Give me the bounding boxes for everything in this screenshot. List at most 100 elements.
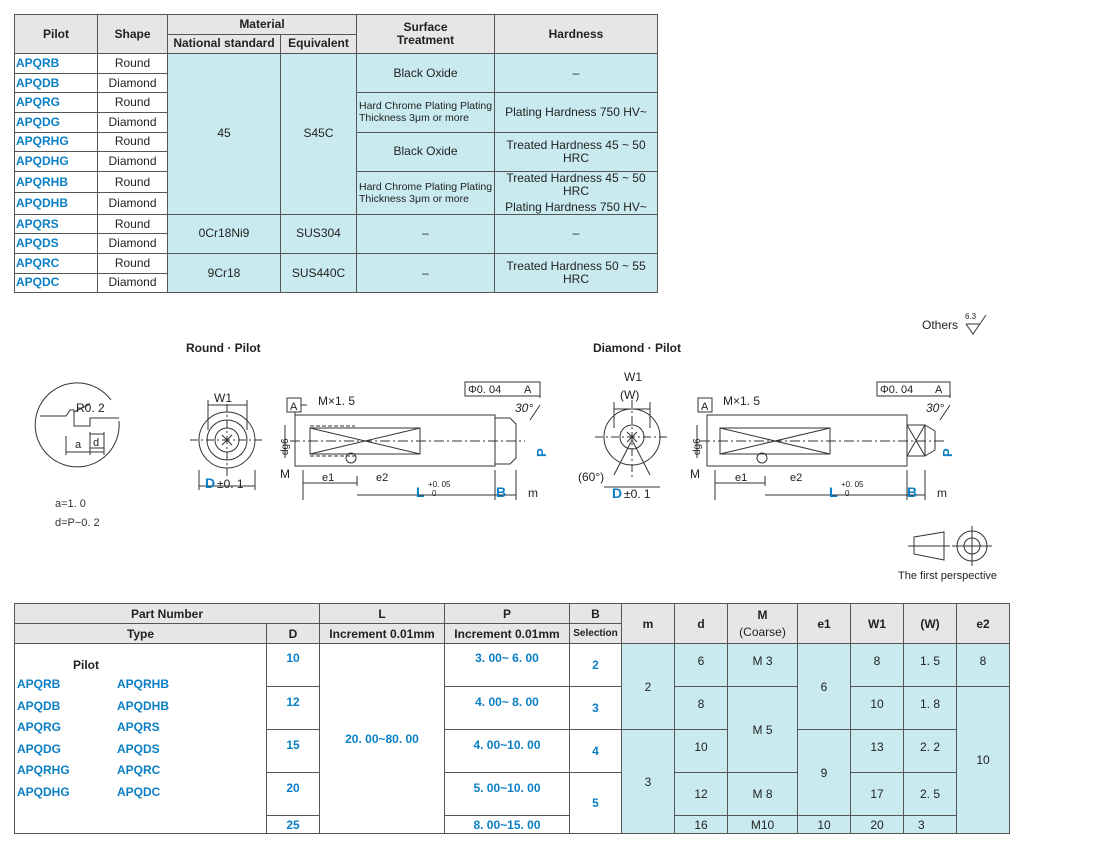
type-item: APQDHG: [17, 784, 70, 799]
header-l: L: [319, 603, 445, 624]
d-cell: 25: [266, 815, 320, 834]
header-p: P: [444, 603, 570, 624]
e1-cell: 10: [797, 815, 851, 834]
m-cell: 3: [621, 729, 675, 834]
mm-cell: M 3: [727, 643, 798, 687]
w-cell: 2. 2: [903, 729, 957, 773]
type-item: APQRB: [17, 677, 61, 691]
header-type: Type: [14, 623, 267, 644]
diamond-pilot-title: Diamond · Pilot: [593, 341, 681, 355]
e2-cell: 10: [956, 686, 1010, 834]
surface-cell: Black Oxide: [356, 53, 495, 94]
others-label: Others: [922, 318, 959, 332]
diamond-b-label: B: [907, 484, 917, 500]
w1-cell: 20: [850, 815, 904, 834]
diamond-thread-label: M×1. 5: [723, 394, 760, 408]
header-b-sel: Selection: [569, 623, 622, 644]
shape-cell: Round: [97, 53, 168, 74]
diamond-mm-label: m: [937, 486, 947, 500]
pilot-cell: APQRHG: [14, 131, 98, 153]
hardness-cell: Treated Hardness 50 ~ 55 HRC: [494, 252, 658, 294]
b-cell: 4: [569, 729, 622, 773]
diamond-e2: e2: [790, 472, 802, 484]
p-cell: 4. 00~ 8. 00: [444, 686, 570, 730]
diamond-w-label: (W): [620, 388, 639, 402]
d-cell: 15: [266, 729, 320, 773]
type-item: APQRHB: [117, 677, 170, 691]
mm-cell: M10: [727, 815, 798, 834]
roughness-symbol-icon: [965, 314, 987, 335]
perspective-label: The first perspective: [898, 570, 997, 582]
surface-cell: –: [356, 213, 495, 254]
type-item: APQRHG: [17, 763, 70, 777]
hardness-cell: –: [494, 53, 658, 94]
d-label: D: [205, 475, 215, 491]
type-item: APQDHB: [117, 698, 170, 713]
header-material: Material: [167, 14, 357, 35]
diamond-d-tol: ±0. 1: [624, 487, 651, 501]
header-national-standard: National standard: [167, 33, 281, 55]
type-item: APQDC: [117, 784, 161, 799]
equivalent-cell: S45C: [280, 53, 357, 215]
type-item: APQRS: [117, 720, 160, 734]
l-label: L: [416, 484, 425, 500]
d2-cell: 6: [674, 643, 728, 687]
header-surface: Surface Treatment: [356, 13, 495, 55]
first-perspective-icon: [908, 526, 992, 566]
w1-label: W1: [214, 391, 232, 405]
header-w1: W1: [850, 603, 904, 644]
type-list: Pilot APQRB APQDB APQRG APQDG APQRHG APQ…: [14, 643, 267, 834]
header-d2: d: [674, 603, 728, 644]
diamond-m-label: M: [690, 467, 700, 481]
header-e1: e1: [797, 603, 851, 644]
w1-cell: 10: [850, 686, 904, 730]
mm-cell: M 5: [727, 686, 798, 773]
round-end-view-icon: [190, 400, 265, 490]
round-pilot-title: Round · Pilot: [186, 341, 261, 355]
equivalent-cell: SUS440C: [280, 252, 357, 294]
type-item: APQDB: [17, 698, 61, 713]
header-d: D: [266, 623, 320, 644]
diamond-dg6: dg6: [692, 438, 703, 455]
w-cell: 2. 5: [903, 772, 957, 816]
note-a: a=1. 0: [55, 498, 86, 510]
l-tol-low: 0: [432, 489, 437, 498]
header-part-number: Part Number: [14, 603, 320, 624]
type-item: APQDS: [117, 741, 160, 756]
m-cell: 2: [621, 643, 675, 730]
pilot-cell: APQRB: [14, 53, 98, 74]
material-table: Pilot Shape Material Surface Treatment H…: [14, 13, 658, 294]
d2-cell: 8: [674, 686, 728, 730]
header-equivalent: Equivalent: [280, 33, 357, 55]
e2-cell: 8: [956, 643, 1010, 687]
type-item: APQDG: [17, 741, 62, 756]
header-w: (W): [903, 603, 957, 644]
surface-cell: Hard Chrome Plating Plating Thickness 3μ…: [356, 170, 495, 215]
shape-cell: Round: [97, 92, 168, 113]
diamond-w1-label: W1: [624, 370, 642, 384]
pilot-cell: APQDS: [14, 233, 98, 254]
d2-cell: 16: [674, 815, 728, 834]
thread-label: M×1. 5: [318, 394, 355, 408]
diamond-p-label: P: [940, 448, 955, 457]
detail-r-label: R0. 2: [76, 401, 105, 415]
diamond-geo-tol: Φ0. 04: [880, 384, 913, 396]
shape-cell: Diamond: [97, 111, 168, 133]
mm-label: m: [528, 486, 538, 500]
w1-cell: 8: [850, 643, 904, 687]
b-label: B: [496, 484, 506, 500]
diamond-datum-ref: A: [935, 384, 943, 396]
diamond-l-label: L: [829, 484, 838, 500]
w-cell: 1. 8: [903, 686, 957, 730]
header-e2: e2: [956, 603, 1010, 644]
b-cell: 3: [569, 686, 622, 730]
header-l-inc: Increment 0.01mm: [319, 623, 445, 644]
p-cell: 4. 00~10. 00: [444, 729, 570, 773]
detail-a-label: a: [75, 439, 82, 451]
b-cell: 2: [569, 643, 622, 687]
header-pilot: Pilot: [14, 13, 98, 55]
p-cell: 5. 00~10. 00: [444, 772, 570, 816]
shape-cell: Diamond: [97, 233, 168, 254]
